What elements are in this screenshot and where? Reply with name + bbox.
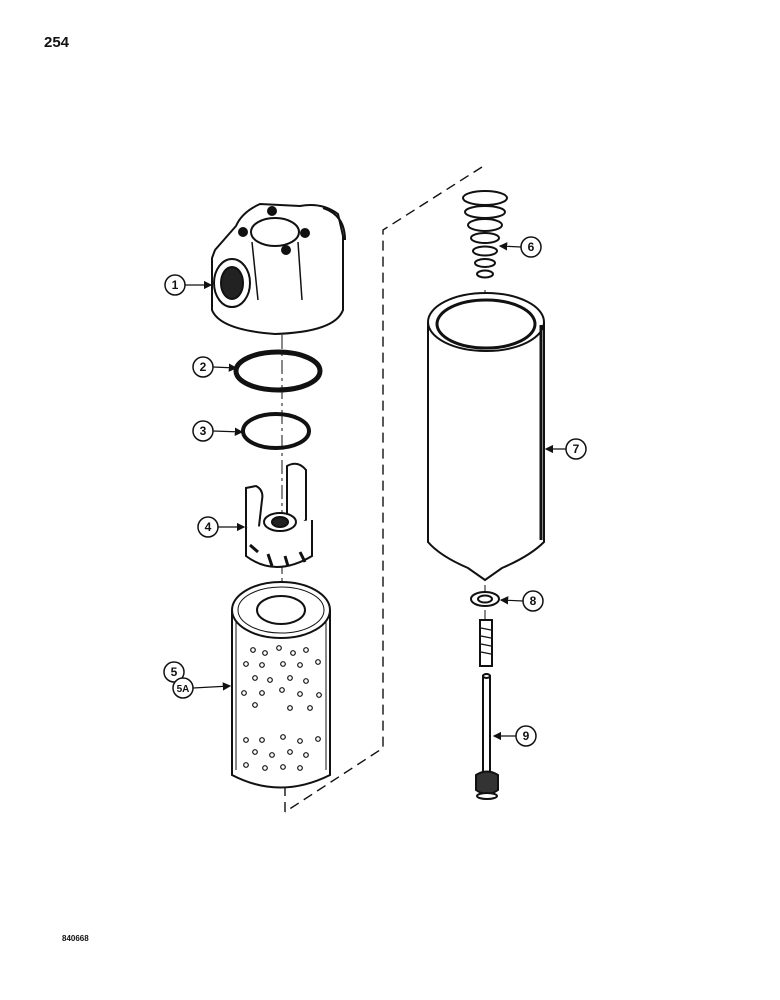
callout-7: 7: [544, 438, 587, 460]
callout-label-3: 3: [200, 424, 207, 438]
callout-label-2: 2: [200, 360, 207, 374]
washer-part: [470, 591, 500, 607]
callout-label-1: 1: [172, 278, 179, 292]
filter-head-part: [211, 202, 346, 336]
callout-label-9: 9: [523, 729, 530, 743]
callout-9: 9: [492, 725, 537, 747]
callout-3: 3: [192, 420, 244, 442]
canister-part: [427, 292, 545, 582]
o-ring-large-part: [233, 349, 323, 393]
filter-element-perforations: [241, 645, 322, 771]
callout-label-7: 7: [573, 442, 580, 456]
callout-label-5: 5: [171, 665, 178, 679]
filter-element-part: [231, 581, 331, 789]
callout-label-4: 4: [205, 520, 212, 534]
callout-label-5a: 5A: [177, 684, 190, 695]
callout-label-8: 8: [530, 594, 537, 608]
callout-1: 1: [164, 274, 213, 296]
callout-8: 8: [499, 590, 544, 612]
o-ring-small-part: [241, 412, 311, 450]
callout-6: 6: [498, 236, 542, 258]
bolt-part: [475, 619, 499, 800]
callout-5a: 5A: [172, 677, 232, 699]
figure-code: 840668: [62, 934, 89, 943]
callout-5: 5: [163, 661, 185, 683]
page-number: 254: [44, 34, 70, 51]
bypass-valve-part: [245, 462, 313, 568]
callout-2: 2: [192, 356, 238, 378]
callout-label-6: 6: [528, 240, 535, 254]
spring-part: [462, 190, 508, 279]
callout-4: 4: [197, 516, 246, 538]
